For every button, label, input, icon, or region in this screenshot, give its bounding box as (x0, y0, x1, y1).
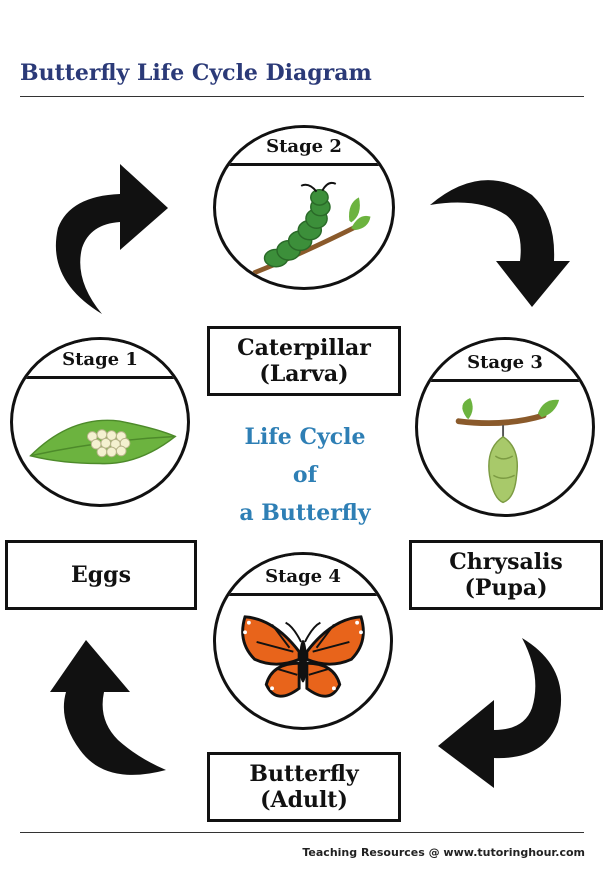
stage-4-header: Stage 4 (216, 555, 390, 597)
caterpillar-label-line2: (Larva) (259, 361, 349, 387)
chrysalis-label-line1: Chrysalis (449, 548, 563, 575)
caterpillar-label: Caterpillar (Larva) (207, 326, 401, 396)
butterfly-label-line2: (Adult) (260, 787, 348, 813)
butterfly-icon (241, 615, 365, 698)
page-title: Butterfly Life Cycle Diagram (20, 60, 372, 86)
center-line-1: Life Cycle (244, 424, 366, 450)
curved-arrow-top-left (55, 164, 168, 314)
chrysalis-icon (455, 398, 560, 504)
butterfly-label: Butterfly (Adult) (207, 752, 401, 822)
stage-3-circle: Stage 3 (415, 337, 595, 517)
center-line-2: of (292, 462, 318, 488)
stage-4-heading: Stage 4 (265, 566, 341, 588)
stage-1-header: Stage 1 (13, 340, 187, 380)
eggs-on-leaf-icon (29, 419, 177, 465)
bottom-divider (20, 832, 584, 833)
stage-2-circle: Stage 2 (213, 125, 395, 290)
stage-1-heading: Stage 1 (62, 349, 138, 371)
center-title: Life Cycle of a Butterfly (200, 418, 410, 532)
curved-arrow-top-right (430, 180, 570, 307)
caterpillar-label-line1: Caterpillar (237, 334, 371, 361)
stage-2-header: Stage 2 (216, 128, 392, 167)
stage-1-circle: Stage 1 (10, 337, 190, 507)
chrysalis-label: Chrysalis (Pupa) (409, 540, 603, 610)
eggs-label-line1: Eggs (71, 561, 131, 588)
stage-3-heading: Stage 3 (467, 351, 543, 373)
eggs-label: Eggs (5, 540, 197, 610)
stage-2-heading: Stage 2 (266, 136, 342, 158)
top-divider (20, 96, 584, 97)
curved-arrow-bottom-right (438, 638, 562, 788)
credit-text: Teaching Resources @ www.tutoringhour.co… (302, 846, 585, 859)
center-line-3: a Butterfly (239, 500, 371, 526)
curved-arrow-bottom-left (50, 640, 166, 775)
butterfly-label-line1: Butterfly (249, 760, 359, 787)
caterpillar-icon (252, 181, 371, 275)
stage-3-header: Stage 3 (418, 340, 592, 382)
chrysalis-label-line2: (Pupa) (464, 575, 548, 601)
stage-4-circle: Stage 4 (213, 552, 393, 730)
